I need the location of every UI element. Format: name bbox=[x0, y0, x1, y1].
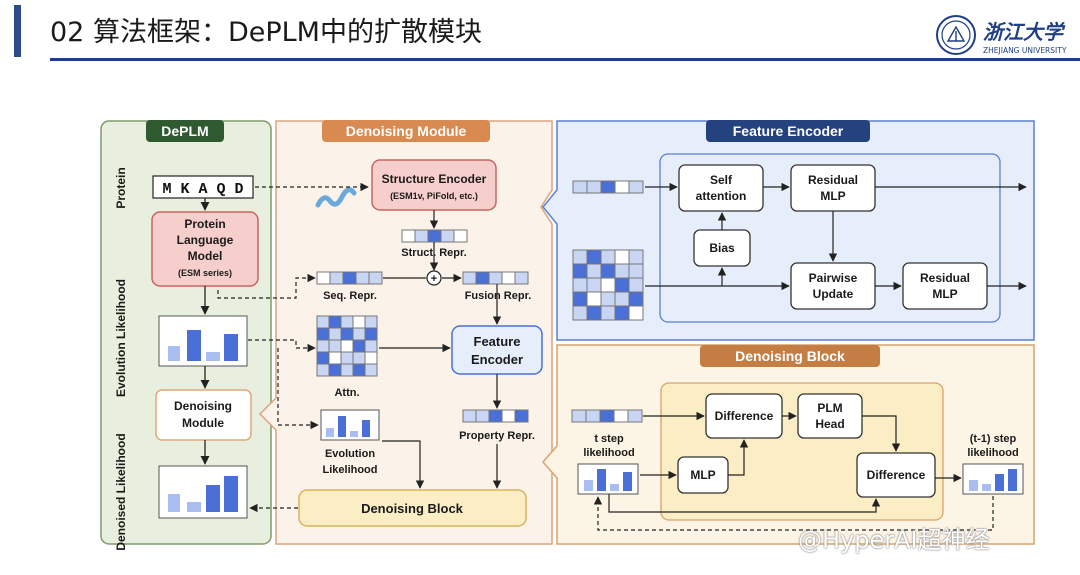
t-step-bars bbox=[584, 469, 632, 491]
fusion-repr-label: Fusion Repr. bbox=[465, 290, 532, 302]
feature-encoder-header: Feature Encoder bbox=[733, 123, 844, 139]
university-logo: 浙江大学 ZHEJIANG UNIVERSITY bbox=[936, 15, 1067, 55]
dm-evolution-line-2: Likelihood bbox=[323, 464, 378, 476]
t-step-line-2: likelihood bbox=[583, 447, 634, 459]
residual-mlp-1-line-2: MLP bbox=[820, 189, 845, 203]
residual-mlp-1-line-1: Residual bbox=[808, 173, 858, 187]
denoising-module-panel: Denoising Module Structure Encoder (ESM1… bbox=[217, 120, 553, 545]
seq-repr-vector bbox=[316, 271, 383, 285]
slide-header: 02 算法框架：DePLM中的扩散模块 浙江大学 ZHEJIANG UNIVER… bbox=[0, 0, 1080, 64]
attention-matrix bbox=[316, 315, 378, 377]
title-rule bbox=[50, 58, 1080, 61]
struct-repr-vector bbox=[401, 229, 468, 243]
t1-step-bars bbox=[969, 469, 1017, 491]
dm-line-2: Module bbox=[182, 416, 224, 430]
structure-encoder-sub: (ESM1v, PiFold, etc.) bbox=[390, 191, 478, 201]
fe-input-matrix bbox=[572, 249, 644, 321]
side-label-protein: Protein bbox=[114, 167, 128, 208]
plm-head-line-2: Head bbox=[815, 417, 844, 431]
property-repr-label: Property Repr. bbox=[459, 430, 535, 442]
dm-feature-encoder-line-2: Encoder bbox=[471, 352, 523, 367]
pairwise-update-line-1: Pairwise bbox=[809, 271, 858, 285]
seq-repr-label: Seq. Repr. bbox=[323, 290, 377, 302]
pairwise-update-box bbox=[790, 262, 876, 310]
dm-denoising-block-box bbox=[298, 489, 527, 527]
t-step-line-1: t step bbox=[594, 433, 624, 445]
slide-title: 02 算法框架：DePLM中的扩散模块 bbox=[50, 17, 482, 48]
denoised-bars bbox=[168, 476, 238, 512]
attn-label: Attn. bbox=[334, 387, 359, 399]
deplm-header: DePLM bbox=[161, 123, 208, 139]
plm-sub: (ESM series) bbox=[178, 268, 232, 278]
bias-label: Bias bbox=[709, 241, 735, 255]
self-attention-box bbox=[678, 164, 764, 212]
residual-mlp-box-2 bbox=[902, 262, 988, 310]
dm-evolution-line-1: Evolution bbox=[325, 448, 375, 460]
self-attention-line-2: attention bbox=[696, 189, 747, 203]
residual-mlp-2-line-1: Residual bbox=[920, 271, 970, 285]
denoising-block-header: Denoising Block bbox=[735, 348, 845, 364]
plm-head-line-1: PLM bbox=[817, 401, 842, 415]
structure-encoder-label: Structure Encoder bbox=[382, 172, 487, 186]
plm-line-3: Model bbox=[188, 249, 223, 263]
deplm-panel: DePLM Protein Evolution Likelihood Denoi… bbox=[100, 120, 272, 551]
title-accent-bar bbox=[14, 5, 21, 57]
university-seal-icon bbox=[936, 15, 976, 55]
feature-encoder-panel: Feature Encoder bbox=[542, 120, 1035, 341]
logo-text: 浙江大学 bbox=[983, 20, 1066, 44]
evolution-bars bbox=[168, 330, 238, 361]
t1-step-line-2: likelihood bbox=[967, 447, 1018, 459]
add-icon bbox=[426, 270, 442, 286]
logo-subtext: ZHEJIANG UNIVERSITY bbox=[983, 46, 1067, 55]
mlp-label: MLP bbox=[690, 468, 715, 482]
protein-structure-icon bbox=[315, 187, 357, 208]
plm-line-1: Protein bbox=[184, 217, 225, 231]
fe-input-vector bbox=[572, 180, 644, 194]
deplm-denoising-module-box bbox=[155, 389, 252, 441]
self-attention-line-1: Self bbox=[710, 173, 733, 187]
plm-line-2: Language bbox=[177, 233, 234, 247]
side-label-denoised: Denoised Likelihood bbox=[114, 433, 128, 550]
denoising-module-header: Denoising Module bbox=[346, 123, 467, 139]
t1-step-line-1: (t-1) step bbox=[970, 433, 1017, 445]
dm-line-1: Denoising bbox=[174, 399, 232, 413]
dm-feature-encoder-line-1: Feature bbox=[474, 334, 521, 349]
fusion-repr-vector bbox=[462, 271, 529, 285]
residual-mlp-2-line-2: MLP bbox=[932, 287, 957, 301]
difference-2-label: Difference bbox=[867, 468, 926, 482]
dm-evolution-bars bbox=[326, 416, 370, 437]
plus-sign: + bbox=[431, 273, 437, 285]
side-label-evolution: Evolution Likelihood bbox=[114, 279, 128, 397]
sequence-box bbox=[152, 175, 254, 199]
protein-sequence: M K A Q D bbox=[162, 181, 243, 198]
dm-denoising-block-label: Denoising Block bbox=[361, 501, 464, 516]
denoising-block-panel: Denoising Block t step likelihood Differ… bbox=[542, 344, 1035, 545]
difference-box-2 bbox=[856, 452, 936, 498]
db-input-vector bbox=[571, 409, 643, 423]
residual-mlp-box-1 bbox=[790, 164, 876, 212]
property-repr-vector bbox=[462, 409, 529, 423]
pairwise-update-line-2: Update bbox=[813, 287, 854, 301]
difference-1-label: Difference bbox=[715, 409, 774, 423]
watermark: @HyperAI超神经 bbox=[798, 526, 990, 554]
